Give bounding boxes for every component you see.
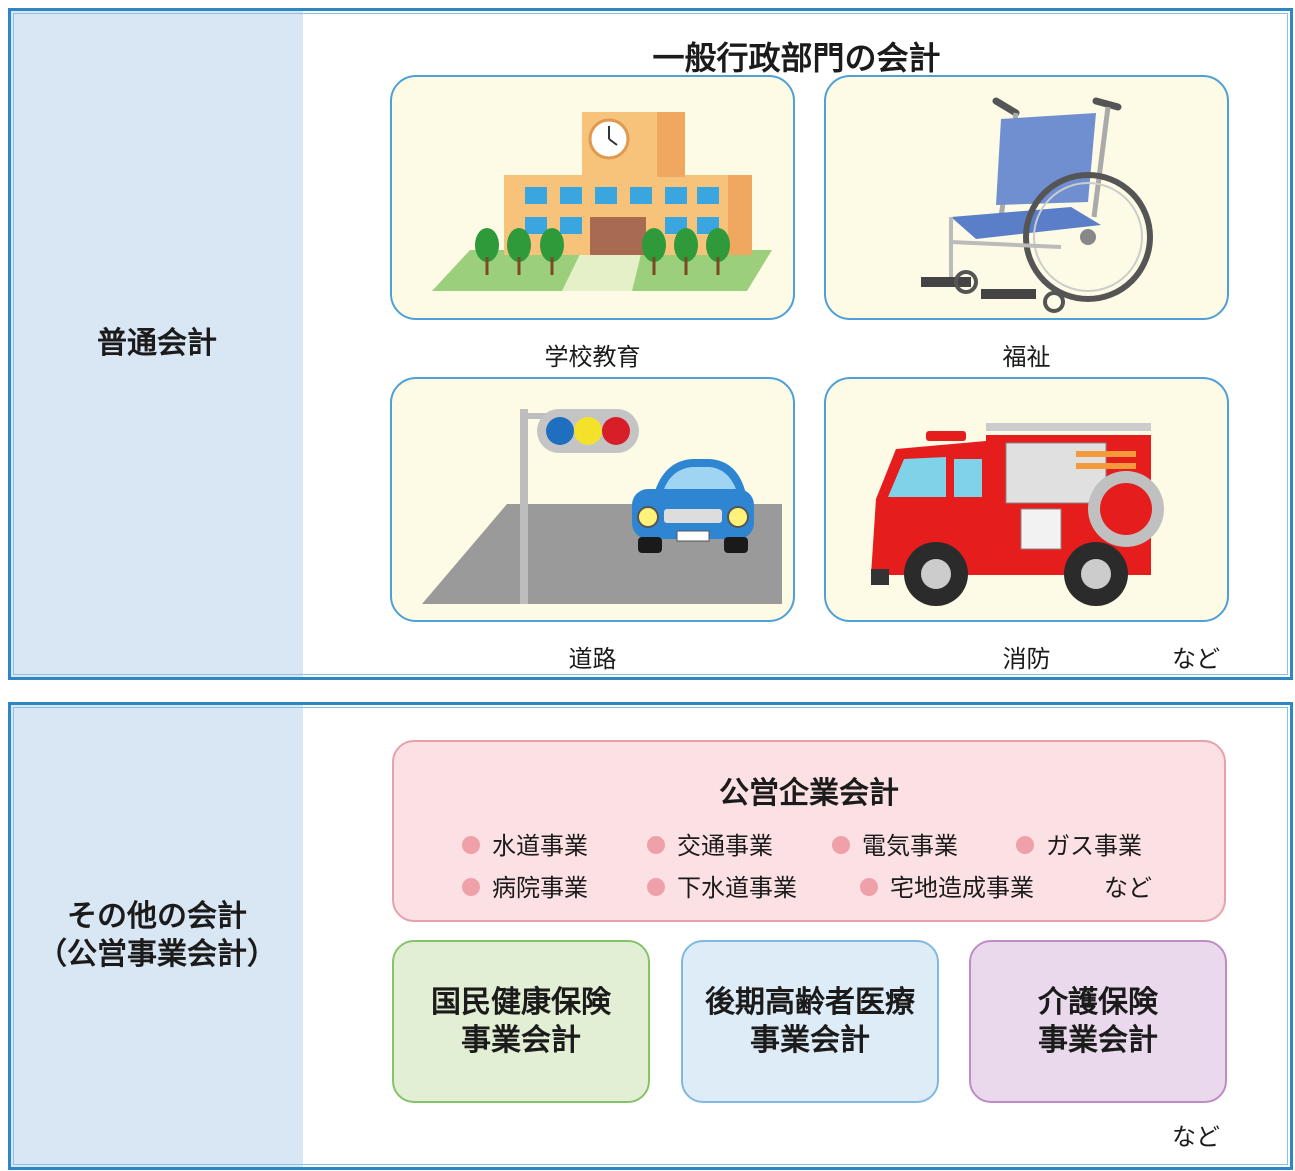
general-etc-label: など: [1172, 645, 1220, 673]
box-line2: 事業会計: [461, 1022, 581, 1058]
late-elderly-medical-box: 後期高齢者医療 事業会計: [681, 940, 939, 1103]
box-line2: 事業会計: [1038, 1022, 1158, 1058]
enterprise-item: ガス事業: [1016, 826, 1142, 861]
box-line1: 後期高齢者医療: [705, 984, 915, 1020]
box-line1: 介護保険: [1038, 984, 1158, 1020]
bullet-dot-icon: [647, 878, 665, 896]
card-roads: [390, 377, 795, 622]
enterprise-etc: など: [1104, 874, 1152, 902]
enterprise-item: 宅地造成事業: [860, 868, 1034, 903]
card-roads-label: 道路: [568, 645, 617, 673]
side-label-text: 普通会計: [97, 326, 217, 361]
enterprise-item: 水道事業: [462, 826, 588, 861]
school-building-icon: [432, 112, 772, 291]
enterprise-item: 交通事業: [647, 826, 773, 861]
public-enterprise-title: 公営企業会計: [719, 776, 899, 811]
card-fire-label: 消防: [1002, 645, 1051, 673]
section-title: 一般行政部門の会計: [652, 39, 941, 77]
enterprise-item: 下水道事業: [647, 868, 797, 903]
nursing-care-insurance-box: 介護保険 事業会計: [969, 940, 1227, 1103]
bullet-dot-icon: [462, 836, 480, 854]
other-accounts-panel: その他の会計 （公営事業会計） 公営企業会計 水道事業 交通事業 電気事業 ガス…: [8, 702, 1293, 1170]
bullet-dot-icon: [860, 878, 878, 896]
other-account-side-label: その他の会計 （公営事業会計）: [11, 705, 303, 1167]
fire-engine-icon: [871, 423, 1164, 606]
box-line2: 事業会計: [750, 1022, 870, 1058]
national-health-insurance-box: 国民健康保険 事業会計: [392, 940, 650, 1103]
bullet-dot-icon: [832, 836, 850, 854]
enterprise-item: 電気事業: [832, 826, 958, 861]
card-fire: [824, 377, 1229, 622]
bullet-dot-icon: [1016, 836, 1034, 854]
public-enterprise-box: 公営企業会計 水道事業 交通事業 電気事業 ガス事業 病院事業 下水道事業 宅地…: [392, 740, 1226, 922]
wheelchair-icon: [921, 97, 1153, 313]
other-etc-label: など: [1172, 1123, 1220, 1151]
bullet-dot-icon: [462, 878, 480, 896]
bullet-dot-icon: [647, 836, 665, 854]
road-traffic-light-car-icon: [422, 409, 782, 604]
card-welfare: [824, 75, 1229, 320]
side-label-line1: その他の会計: [67, 899, 247, 934]
side-label-line2: （公営事業会計）: [37, 937, 277, 972]
card-school: [390, 75, 795, 320]
box-line1: 国民健康保険: [431, 984, 611, 1020]
enterprise-item: 病院事業: [462, 868, 588, 903]
card-school-label: 学校教育: [544, 343, 641, 371]
general-accounts-panel: 普通会計 一般行政部門の会計: [8, 8, 1293, 680]
general-account-side-label: 普通会計: [11, 11, 303, 677]
card-welfare-label: 福祉: [1002, 343, 1051, 371]
